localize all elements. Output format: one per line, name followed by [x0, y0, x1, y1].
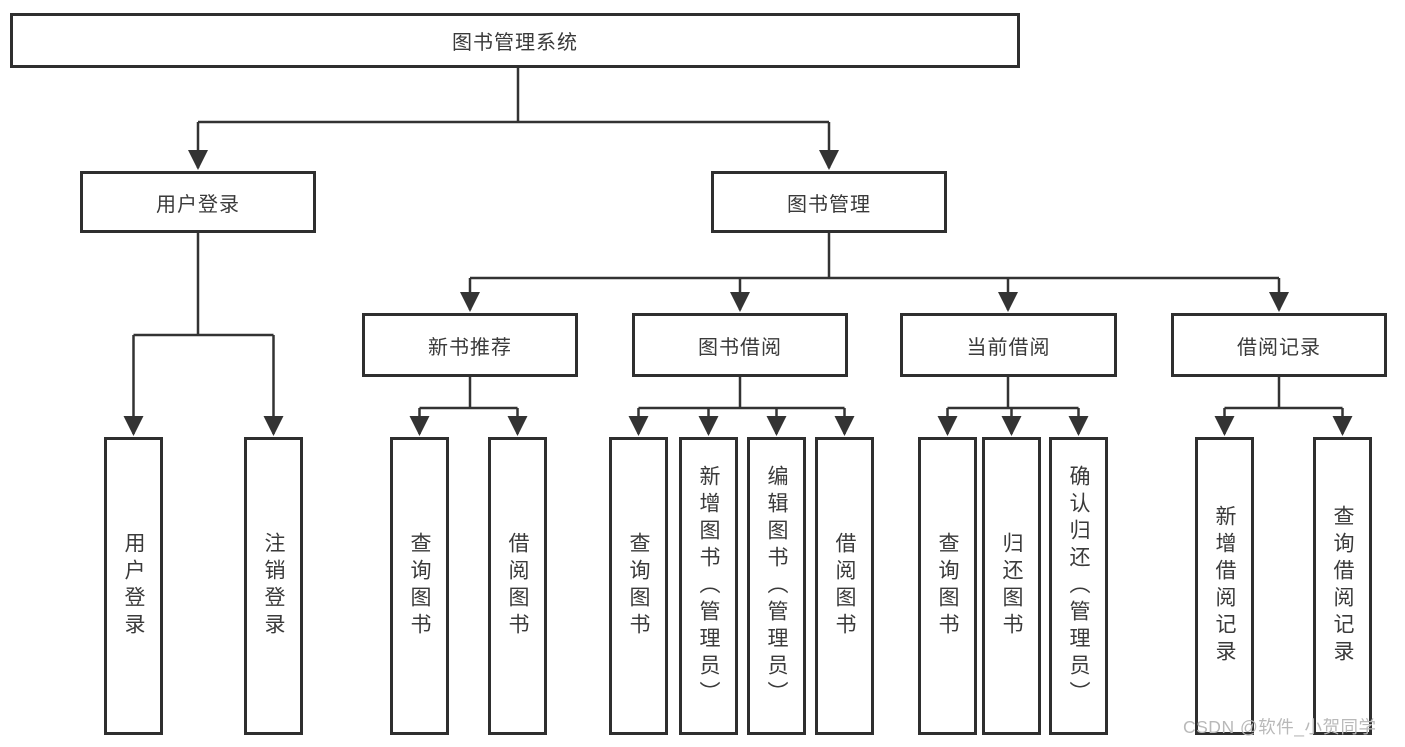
watermark: CSDN @软件_小贺同学: [1183, 717, 1377, 737]
node-user-login-leaf-label: 用户登录: [122, 532, 145, 640]
node-query-borrow-record-label: 查询借阅记录: [1331, 505, 1354, 667]
node-query-books-recommend: 查询图书: [390, 437, 449, 735]
node-query-books-recommend-label: 查询图书: [408, 532, 431, 640]
node-confirm-return-admin: 确认归还（管理员）: [1049, 437, 1108, 735]
node-edit-books-admin: 编辑图书（管理员）: [747, 437, 806, 735]
node-user-login-leaf: 用户登录: [104, 437, 163, 735]
node-add-borrow-record: 新增借阅记录: [1195, 437, 1254, 735]
node-return-books-label: 归还图书: [1000, 532, 1023, 640]
node-logout-label: 注销登录: [262, 532, 285, 640]
node-borrow-books-recommend: 借阅图书: [488, 437, 547, 735]
node-query-books-borrow: 查询图书: [609, 437, 668, 735]
node-logout: 注销登录: [244, 437, 303, 735]
node-add-books-admin: 新增图书（管理员）: [679, 437, 738, 735]
node-query-books-current: 查询图书: [918, 437, 977, 735]
node-add-borrow-record-label: 新增借阅记录: [1213, 505, 1236, 667]
node-borrow-records-label: 借阅记录: [1237, 336, 1321, 359]
node-borrow-books-recommend-label: 借阅图书: [506, 532, 529, 640]
node-add-books-admin-label: 新增图书（管理员）: [697, 464, 720, 708]
node-borrow-records: 借阅记录: [1171, 313, 1387, 377]
node-new-book-recommend: 新书推荐: [362, 313, 578, 377]
node-query-borrow-record: 查询借阅记录: [1313, 437, 1372, 735]
node-edit-books-admin-label: 编辑图书（管理员）: [765, 464, 788, 708]
node-current-borrow: 当前借阅: [900, 313, 1117, 377]
node-current-borrow-label: 当前借阅: [966, 336, 1051, 359]
node-book-management: 图书管理: [711, 171, 947, 233]
node-query-books-current-label: 查询图书: [936, 532, 959, 640]
node-confirm-return-admin-label: 确认归还（管理员）: [1067, 464, 1090, 708]
node-query-books-borrow-label: 查询图书: [627, 532, 650, 640]
node-user-login: 用户登录: [80, 171, 316, 233]
node-book-borrow: 图书借阅: [632, 313, 848, 377]
node-book-borrow-label: 图书借阅: [698, 336, 782, 359]
node-root: 图书管理系统: [10, 13, 1020, 68]
node-root-label: 图书管理系统: [452, 32, 578, 54]
node-borrow-books-leaf: 借阅图书: [815, 437, 874, 735]
node-borrow-books-leaf-label: 借阅图书: [833, 532, 856, 640]
node-book-management-label: 图书管理: [787, 193, 871, 216]
node-new-book-recommend-label: 新书推荐: [428, 336, 512, 359]
node-user-login-label: 用户登录: [156, 193, 240, 216]
node-return-books: 归还图书: [982, 437, 1041, 735]
